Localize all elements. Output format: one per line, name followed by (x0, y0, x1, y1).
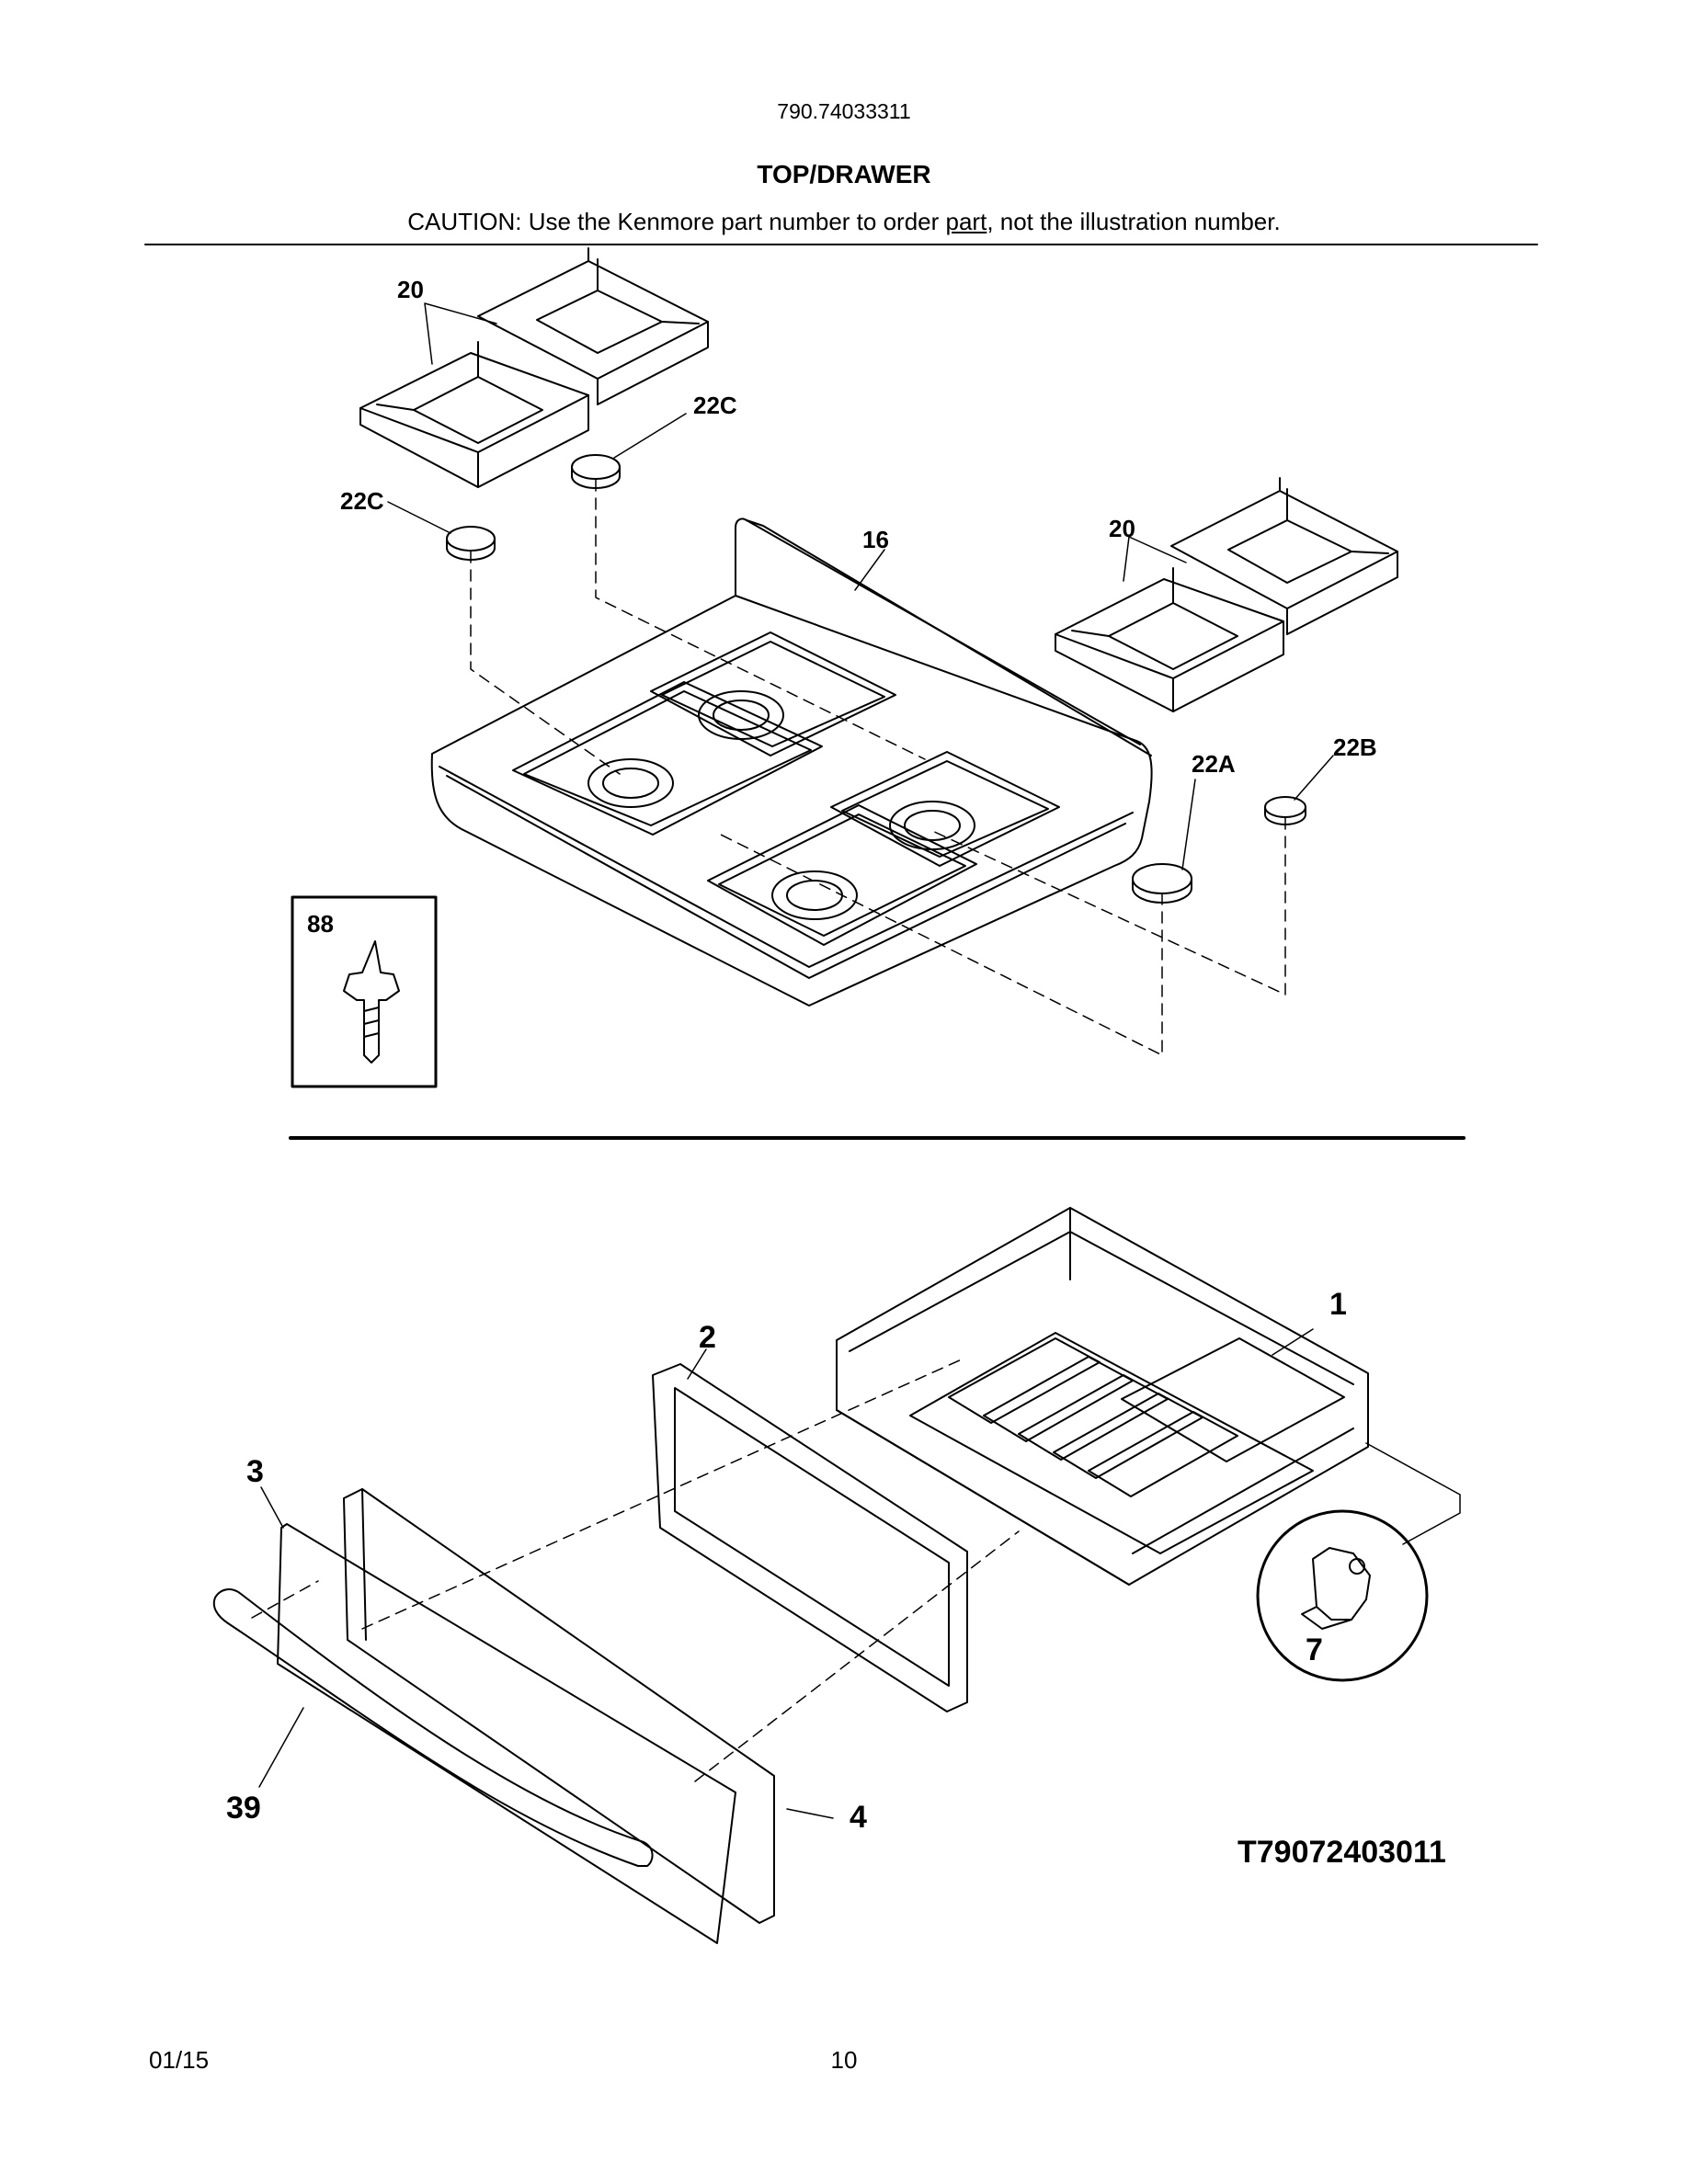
assembly-lines-top (471, 480, 1285, 1055)
leaders-bottom (259, 1329, 1313, 1818)
grate-left-illustration (360, 248, 708, 487)
section-title: TOP/DRAWER (757, 160, 931, 188)
callout-cooktop: 16 (862, 526, 889, 553)
callout-grate-right: 20 (1109, 515, 1135, 542)
front-glass-illustration (278, 1524, 736, 1943)
leaders-top (388, 303, 1333, 870)
caution-note: CAUTION: Use the Kenmore part number to … (0, 208, 1688, 236)
clip-leader-bracket (1366, 1443, 1460, 1544)
drawer-body-illustration (837, 1208, 1368, 1585)
clip-detail-circle (1258, 1511, 1427, 1680)
caution-suffix: , not the illustration number. (987, 208, 1281, 235)
cooktop-illustration (432, 518, 1152, 1006)
caution-underlined: part (945, 208, 987, 235)
callout-drawer-liner: 2 (699, 1320, 716, 1355)
callout-screw: 88 (307, 910, 334, 938)
grate-right-illustration (1055, 478, 1397, 711)
callout-cap-right-rear: 22B (1333, 734, 1377, 761)
drawer-panel-illustration (344, 1489, 774, 1923)
drawer-liner-illustration (653, 1364, 967, 1712)
callout-front-glass: 3 (246, 1454, 264, 1489)
screw-detail-box (292, 897, 436, 1086)
callout-cap-right-front: 22A (1192, 750, 1236, 778)
callout-drawer-panel: 4 (850, 1800, 867, 1835)
figure-code: T79072403011 (1237, 1835, 1446, 1870)
footer-page-number: 10 (830, 2046, 858, 2074)
callout-clip: 7 (1306, 1632, 1323, 1667)
model-number: 790.74033311 (777, 99, 911, 123)
callout-cap-left-lower: 22C (340, 487, 384, 515)
callout-cap-left-upper: 22C (693, 392, 737, 419)
callout-drawer-body: 1 (1329, 1287, 1347, 1322)
caution-prefix: CAUTION: Use the Kenmore part number to … (407, 208, 946, 235)
handle-illustration (214, 1589, 653, 1866)
assembly-lines-bottom (252, 1359, 1019, 1781)
callout-grate-left: 20 (397, 276, 424, 303)
footer-date: 01/15 (149, 2046, 210, 2074)
callout-handle: 39 (226, 1791, 261, 1826)
